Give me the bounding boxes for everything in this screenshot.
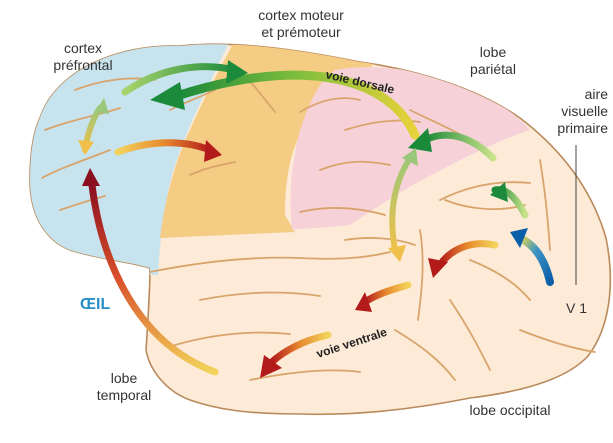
parietal-lobe-label: lobe pariétal: [448, 44, 538, 78]
v1-label: V 1: [566, 300, 606, 317]
temporal-lobe-label-line2: temporal: [84, 387, 164, 404]
prefrontal-cortex-label: cortex préfrontal: [38, 40, 128, 74]
occipital-lobe-label-text: lobe occipital: [450, 402, 570, 419]
primary-visual-area-label-line2: visuelle: [530, 103, 608, 120]
occipital-lobe-label: lobe occipital: [450, 402, 570, 419]
motor-cortex-label-line2: et prémoteur: [236, 24, 366, 41]
prefrontal-cortex-label-line1: cortex: [38, 40, 128, 57]
temporal-lobe-label-line1: lobe: [84, 370, 164, 387]
eye-label: ŒIL: [80, 296, 110, 314]
primary-visual-area-label-line3: primaire: [530, 120, 608, 137]
primary-visual-area-label: aire visuelle primaire: [530, 86, 608, 137]
motor-cortex-label-line1: cortex moteur: [236, 7, 366, 24]
parietal-lobe-label-line1: lobe: [448, 44, 538, 61]
parietal-lobe-label-line2: pariétal: [448, 61, 538, 78]
motor-cortex-label: cortex moteur et prémoteur: [236, 7, 366, 41]
primary-visual-area-label-line1: aire: [530, 86, 608, 103]
temporal-lobe-label: lobe temporal: [84, 370, 164, 404]
prefrontal-cortex-label-line2: préfrontal: [38, 57, 128, 74]
v1-label-text: V 1: [566, 300, 606, 317]
